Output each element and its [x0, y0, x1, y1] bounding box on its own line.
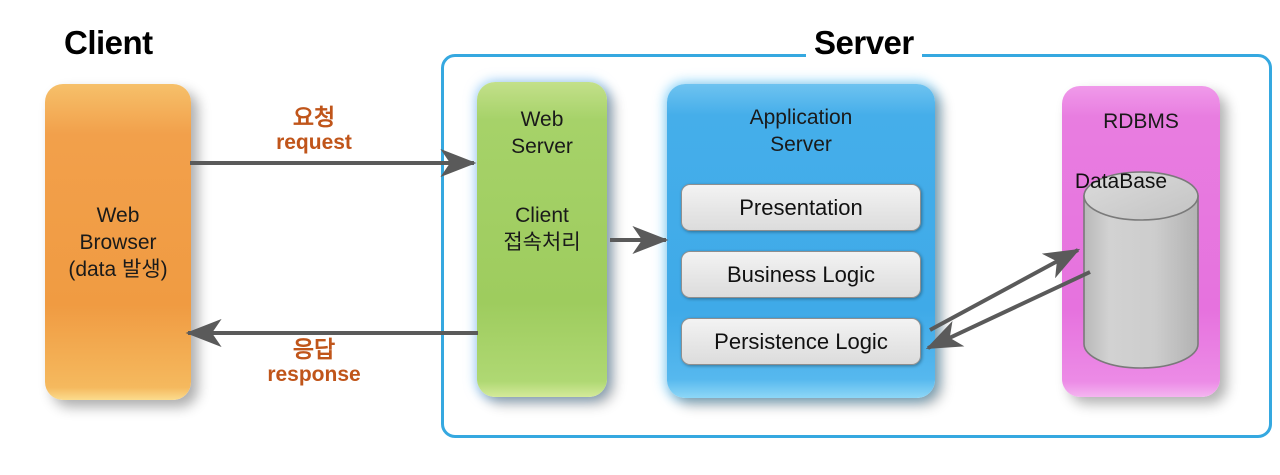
layer-business-logic[interactable]: Business Logic [681, 251, 921, 298]
response-label-en: response [267, 363, 361, 386]
node-web-server[interactable]: Web Server Client 접속처리 [477, 82, 607, 397]
database-cylinder-icon [1083, 171, 1199, 369]
database-label: DataBase [1074, 170, 1168, 193]
node-web-browser[interactable]: Web Browser (data 발생) [45, 84, 191, 400]
request-connector-label: 요청 request [234, 104, 394, 156]
web-browser-label: Web Browser (data 발생) [68, 203, 168, 281]
rdbms-label: RDBMS [1103, 110, 1179, 133]
request-label-ko: 요청 [292, 104, 336, 130]
layer-presentation-label: Presentation [739, 194, 863, 220]
response-connector-label: 응답 response [234, 336, 394, 388]
application-server-label: Application Server [749, 106, 853, 156]
layer-business-logic-label: Business Logic [727, 261, 875, 287]
response-label-ko: 응답 [292, 336, 336, 362]
web-server-sublabel: Client 접속처리 [503, 204, 581, 254]
layer-persistence-logic[interactable]: Persistence Logic [681, 318, 921, 365]
web-server-label: Web Server [511, 108, 573, 158]
node-rdbms[interactable]: RDBMS DataBase [1062, 86, 1220, 397]
server-title: Server [806, 24, 922, 62]
request-label-en: request [276, 131, 352, 154]
layer-persistence-logic-label: Persistence Logic [714, 328, 888, 354]
node-application-server[interactable]: Application Server Presentation Business… [667, 84, 935, 398]
layer-presentation[interactable]: Presentation [681, 184, 921, 231]
client-title: Client [64, 24, 153, 61]
